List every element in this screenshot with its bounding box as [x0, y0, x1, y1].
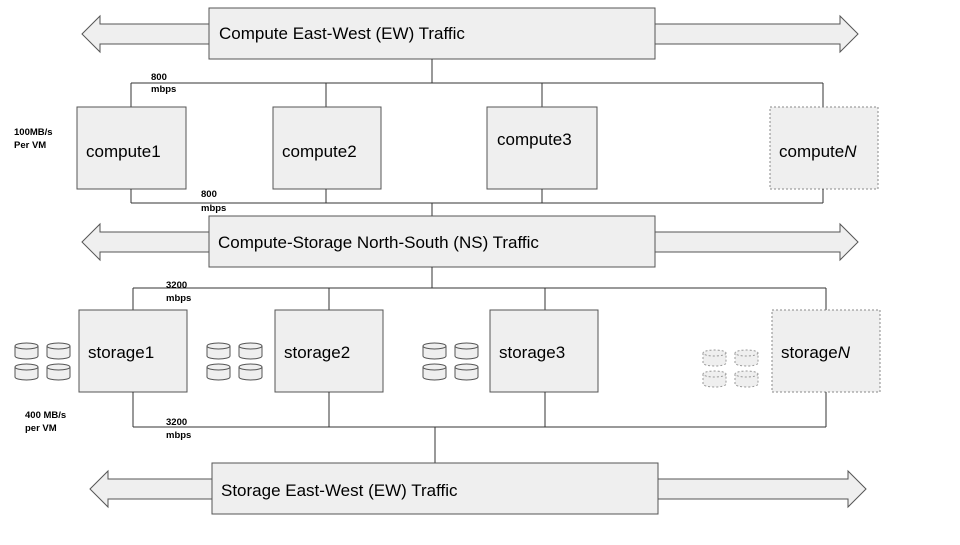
disk-icon [702, 349, 727, 367]
storage-node-2-label: storage2 [284, 343, 350, 362]
disk-icon [702, 370, 727, 388]
storage-node-n-label: storageN [781, 343, 851, 362]
compute-ew-left-arrow [81, 14, 211, 54]
compute-ew-band [208, 7, 656, 60]
disk-icon [46, 342, 71, 360]
storage-per-vm-unit: per VM [25, 423, 57, 434]
compute-ew-right-arrow [654, 14, 859, 54]
compute-per-vm-unit: Per VM [14, 140, 46, 151]
compute-top-bandwidth-value: 800 [151, 72, 167, 83]
compute-storage-ns-label: Compute-Storage North-South (NS) Traffic [218, 233, 539, 252]
disk-icon [422, 363, 447, 381]
disk-icon-group [422, 342, 479, 381]
disk-icon [238, 342, 263, 360]
disk-icon [454, 363, 479, 381]
storage-node-1-label: storage1 [88, 343, 154, 362]
compute-top-bus [130, 59, 824, 107]
compute-bottom-bus [130, 189, 824, 216]
storage-node-3 [489, 309, 599, 393]
compute-bottom-bandwidth-unit: mbps [201, 203, 226, 214]
storage-ew-right-arrow [656, 469, 867, 509]
compute-node-2-label: compute2 [282, 142, 357, 161]
compute-node-3-label: compute3 [497, 130, 572, 149]
compute-bottom-bandwidth-value: 800 [201, 189, 217, 200]
storage-bottom-bandwidth-unit: mbps [166, 430, 191, 441]
disk-icon-group [14, 342, 71, 381]
compute-node-1 [76, 106, 187, 190]
compute-ew-label: Compute East-West (EW) Traffic [219, 24, 465, 43]
compute-node-2 [272, 106, 382, 190]
disk-icon [734, 370, 759, 388]
disk-icon [46, 363, 71, 381]
storage-top-bandwidth-value: 3200 [166, 280, 187, 291]
storage-bottom-bus [132, 392, 827, 463]
storage-per-vm-value: 400 MB/s [25, 410, 66, 421]
storage-ew-band [211, 462, 659, 515]
compute-node-3 [486, 106, 598, 190]
compute-node-n-label: computeN [779, 142, 857, 161]
compute-per-vm-value: 100MB/s [14, 127, 53, 138]
storage-top-bandwidth-unit: mbps [166, 293, 191, 304]
compute-storage-ns-band [208, 215, 656, 268]
storage-node-n [771, 309, 881, 393]
storage-ew-label: Storage East-West (EW) Traffic [221, 481, 458, 500]
disk-icon [454, 342, 479, 360]
compute-node-1-label: compute1 [86, 142, 161, 161]
compute-storage-ns-left-arrow [81, 222, 211, 262]
storage-ew-left-arrow [89, 469, 214, 509]
disk-icon [14, 363, 39, 381]
storage-node-2 [274, 309, 384, 393]
compute-top-bandwidth-unit: mbps [151, 84, 176, 95]
compute-node-n [769, 106, 879, 190]
storage-top-bus [132, 267, 827, 310]
disk-icon [206, 342, 231, 360]
disk-icon [238, 363, 263, 381]
storage-node-3-label: storage3 [499, 343, 565, 362]
disk-icon-group [206, 342, 263, 381]
disk-icon [734, 349, 759, 367]
disk-icon [14, 342, 39, 360]
storage-bottom-bandwidth-value: 3200 [166, 417, 187, 428]
compute-storage-ns-right-arrow [654, 222, 859, 262]
disk-icon [422, 342, 447, 360]
disk-icon [206, 363, 231, 381]
storage-node-1 [78, 309, 188, 393]
disk-icon-group [702, 349, 759, 388]
